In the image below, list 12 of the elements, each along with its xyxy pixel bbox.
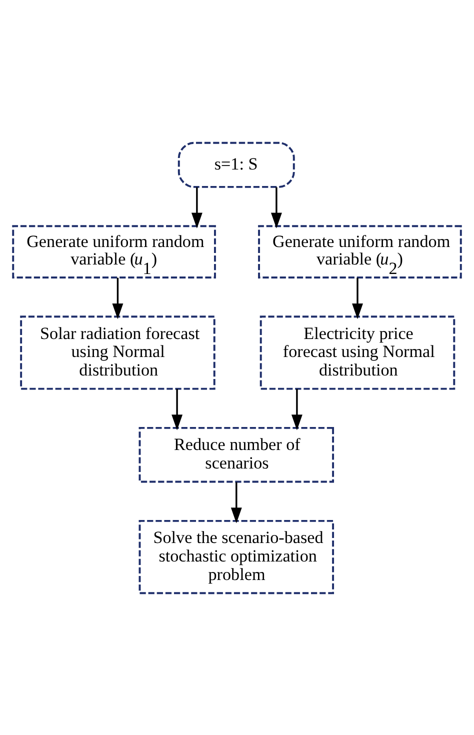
arrow [270, 186, 282, 228]
arrow [191, 186, 202, 228]
arrow [230, 482, 242, 523]
node-box: Solve the scenario-based stochastic optimization problem [138, 519, 334, 594]
arrow [291, 388, 302, 430]
node-box: s=1: S [178, 141, 295, 188]
node-box: Solar radiation forecast using Normal distribution [20, 315, 216, 390]
node-box: Reduce number of scenarios [138, 426, 334, 482]
arrow [172, 388, 183, 430]
node-box: Electricity price forecast using Normal distribution [260, 315, 456, 390]
arrow [112, 277, 124, 319]
arrow [352, 277, 363, 319]
